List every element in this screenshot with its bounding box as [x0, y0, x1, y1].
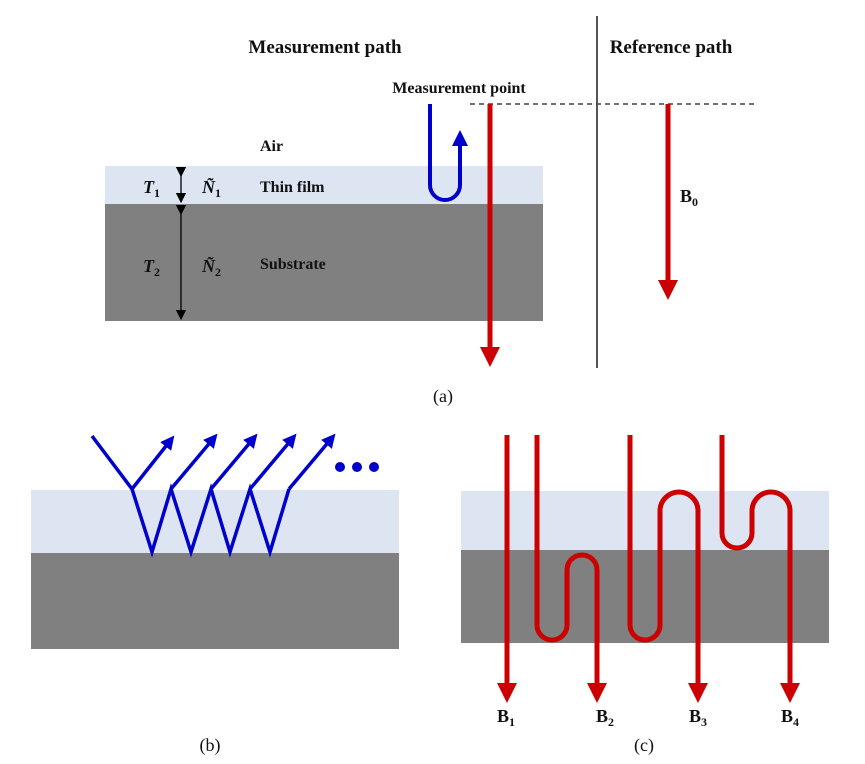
reference-path-title: Reference path: [610, 37, 733, 58]
substrate-layer-c: [461, 550, 829, 643]
thin-film-label: Thin film: [260, 179, 325, 196]
t2-label: T2: [143, 256, 160, 279]
measurement-path-title: Measurement path: [248, 37, 402, 58]
beam-b4-path: [719, 435, 800, 703]
n1-label: Ñ1: [201, 177, 221, 200]
b4-label: B4: [781, 706, 799, 729]
air-label: Air: [260, 138, 283, 155]
b0-label: B0: [680, 186, 698, 209]
caption-c: (c): [634, 735, 654, 756]
reflected-beam-blue: [428, 104, 468, 202]
thin-film-layer-c: [461, 491, 829, 550]
b1-label: B1: [497, 706, 515, 729]
caption-a: (a): [433, 386, 453, 407]
reflected-ray-4: [248, 433, 297, 491]
incident-beam: [90, 434, 291, 558]
b2-label: B2: [596, 706, 614, 729]
n2-label: Ñ2: [201, 256, 221, 279]
caption-b: (b): [200, 735, 221, 756]
t1-label: T1: [143, 177, 160, 200]
ellipsis-dots: [335, 462, 379, 472]
panel-b: (b): [31, 433, 399, 756]
reflected-ray-5: [287, 433, 336, 491]
substrate-layer-b: [31, 553, 399, 649]
reflected-ray-3: [209, 433, 258, 491]
substrate-label: Substrate: [260, 256, 326, 273]
panel-a: Measurement path Reference path Measurem…: [105, 16, 755, 407]
panel-c: B1 B2 B3 B4 (c): [461, 435, 829, 756]
beam-b3-path: [627, 435, 708, 703]
reflected-ray-2: [169, 433, 218, 491]
reflected-ray-1: [130, 435, 175, 491]
beam-b2-path: [534, 435, 607, 703]
measurement-point-label: Measurement point: [392, 80, 526, 97]
b3-label: B3: [689, 706, 707, 729]
